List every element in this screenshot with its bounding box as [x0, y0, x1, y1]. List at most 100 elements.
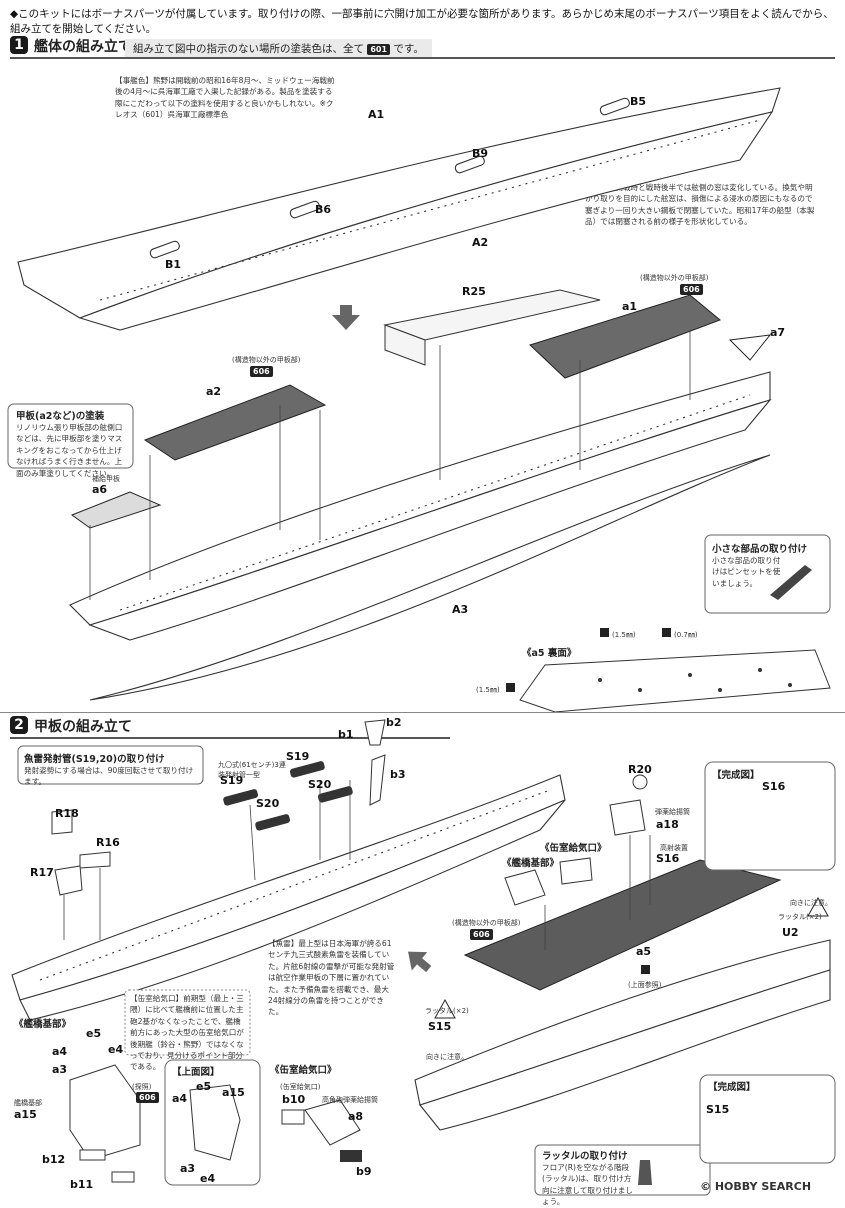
part-e5: e5	[86, 1027, 102, 1040]
small-parts-title: 小さな部品の取り付け	[712, 544, 808, 555]
deck-color-label-2: (構造物以外の甲板部)	[452, 919, 521, 927]
part-R18: R18	[55, 807, 79, 820]
a6-note: 補給甲板	[92, 475, 120, 483]
part-b1: b1	[338, 728, 354, 741]
torpedo-title: 魚雷発射管(S19,20)の取り付け	[24, 754, 165, 765]
part-b2: b2	[386, 716, 402, 729]
part-a7: a7	[770, 326, 786, 339]
paint-note-prefix: 組み立て図中の指示のない場所の塗装色は、全て	[133, 43, 364, 55]
top-view-label: 【上面図】	[172, 1067, 220, 1078]
paint-chip-601: 601	[367, 44, 391, 55]
part-A3: A3	[452, 603, 469, 616]
part-R17: R17	[30, 866, 54, 879]
part-a6: a6	[92, 483, 108, 496]
step-1-number: 1	[10, 36, 28, 54]
deck-chip-2: 606	[470, 929, 493, 940]
bridge-base-label-right: 《艦橋基部》	[502, 858, 560, 869]
gun-director-label: 高射装置	[660, 844, 688, 852]
step-2-divider	[10, 737, 450, 739]
part-B5: B5	[630, 95, 647, 108]
part-a5: a5	[636, 945, 652, 958]
part-S19-a: S19	[286, 750, 310, 763]
part-a18: a18	[656, 818, 679, 831]
part-a2: a2	[206, 385, 222, 398]
bridge-chip: 606	[136, 1092, 159, 1103]
step-1-divider	[10, 57, 835, 59]
bridge-base-label: 《艦橋基部》	[14, 1019, 72, 1030]
torpedo-note: 発射姿勢にする場合は、90度回転させて取り付けます。	[24, 766, 194, 787]
part-S20-a: S20	[308, 778, 332, 791]
part-a8: a8	[348, 1110, 364, 1123]
part-S16-a: S16	[656, 852, 680, 865]
ammo-label-2: 高角砲弾薬給揚筒	[322, 1096, 378, 1104]
boiler-intake-label-right: 《缶室給気口》	[540, 843, 607, 854]
part-a4-top: a4	[172, 1092, 188, 1105]
completed-label-1: 【完成図】	[712, 770, 760, 781]
ladder-label-1: ラッタル(×2)	[778, 913, 822, 921]
searchlight-label: (探照)	[132, 1083, 152, 1091]
ammo-label: 弾薬給揚筒	[655, 808, 690, 816]
direction-note-2: 向きに注意。	[426, 1053, 468, 1061]
drill-size-3: (1.5㎜)	[476, 686, 500, 694]
drill-size-1: (1.5㎜)	[612, 631, 636, 639]
ladder-title: ラッタルの取り付け	[542, 1151, 628, 1162]
part-S15-a: S15	[428, 1020, 452, 1033]
part-e4: e4	[108, 1043, 124, 1056]
part-S15-b: S15	[706, 1103, 730, 1116]
part-a3: a3	[52, 1063, 68, 1076]
a1-deck-chip: 606	[680, 284, 703, 295]
part-A1: A1	[368, 108, 385, 121]
step-2-title: 甲板の組み立て	[34, 719, 132, 735]
deck-paint-note: リノリウム張り甲板部の舷側口などは、先に甲板部を塗りマスキングをおこなってから仕…	[16, 423, 123, 478]
ladder-label-2: ラッタル(×2)	[425, 1007, 469, 1015]
part-S16-b: S16	[762, 780, 786, 793]
deck-paint-title: 甲板(a2など)の塗装	[16, 411, 105, 422]
boiler-intake-label: 《缶室給気口》	[270, 1065, 337, 1076]
part-S19-b: S19	[220, 774, 244, 787]
ladder-note: フロア(R)を空ながる階段(ラッタル)は、取り付け方向に注意して取り付けましょう…	[542, 1163, 633, 1207]
step-2-number: 2	[10, 716, 28, 734]
torpedo-type: 九〇式(61センチ)3連装発射管一型	[218, 761, 286, 779]
a2-deck-chip: 606	[250, 366, 273, 377]
part-b11: b11	[70, 1178, 94, 1191]
small-parts-note: 小さな部品の取り付けはピンセットを使いましょう。	[712, 556, 781, 588]
completed-label-2: 【完成図】	[708, 1082, 756, 1093]
part-B1: B1	[165, 258, 182, 271]
step-1-title: 艦体の組み立て	[34, 39, 132, 55]
kan-label: 艦橋基部	[14, 1099, 42, 1107]
part-R20: R20	[628, 763, 652, 776]
part-b12: b12	[42, 1153, 66, 1166]
torpedo-history-note: 【魚雷】最上型は日本海軍が誇る61センチ九三式酸素魚雷を装備していた。片舷6射線…	[268, 939, 395, 1017]
hull-assembly-drawing	[7, 87, 831, 713]
hobby-search-watermark: © HOBBY SEARCH	[700, 1180, 812, 1193]
top-view-ref: (上面参照)	[628, 981, 662, 989]
hull-color-note: 【事艦色】熊野は開戦前の昭和16年8月〜、ミッドウェー海戦前後の4月〜に呉海軍工…	[115, 76, 335, 120]
part-A2: A2	[472, 236, 489, 249]
part-e4-top: e4	[200, 1172, 216, 1185]
part-b9: b9	[356, 1165, 372, 1178]
drill-size-2: (0.7㎜)	[674, 631, 698, 639]
boiler-intake-note: 【缶室給気口】前期型（最上・三隈）に比べて艦橋前に位置した主砲2基がなくなったこ…	[130, 994, 244, 1072]
porthole-note: 【舷窓】開戦時と戦時後半では舷側の窓は変化している。換気や明かり取りを目的にした…	[585, 183, 815, 227]
part-b3: b3	[390, 768, 406, 781]
part-R25: R25	[462, 285, 486, 298]
part-a3-top: a3	[180, 1162, 196, 1175]
part-S20-b: S20	[256, 797, 280, 810]
direction-note-1: 向きに注意。	[790, 899, 832, 907]
part-R16: R16	[96, 836, 120, 849]
paint-note-suffix: です。	[393, 43, 424, 55]
default-paint-note: 組み立て図中の指示のない場所の塗装色は、全て 601 です。	[125, 39, 432, 58]
part-e5-top: e5	[196, 1080, 212, 1093]
part-a4: a4	[52, 1045, 68, 1058]
part-B6: B6	[315, 203, 332, 216]
part-U2: U2	[782, 926, 799, 939]
a1-deck-color-label: (構造物以外の甲板部)	[640, 274, 709, 282]
part-a1: a1	[622, 300, 638, 313]
part-B9: B9	[472, 147, 489, 160]
part-a15-top: a15	[222, 1086, 245, 1099]
part-b10: b10	[282, 1093, 306, 1106]
section-divider	[0, 712, 845, 713]
intake-small-label: (缶室給気口)	[280, 1083, 321, 1091]
bonus-parts-notice: ◆このキットにはボーナスパーツが付属しています。取り付けの際、一部事前に穴開け加…	[10, 8, 834, 35]
